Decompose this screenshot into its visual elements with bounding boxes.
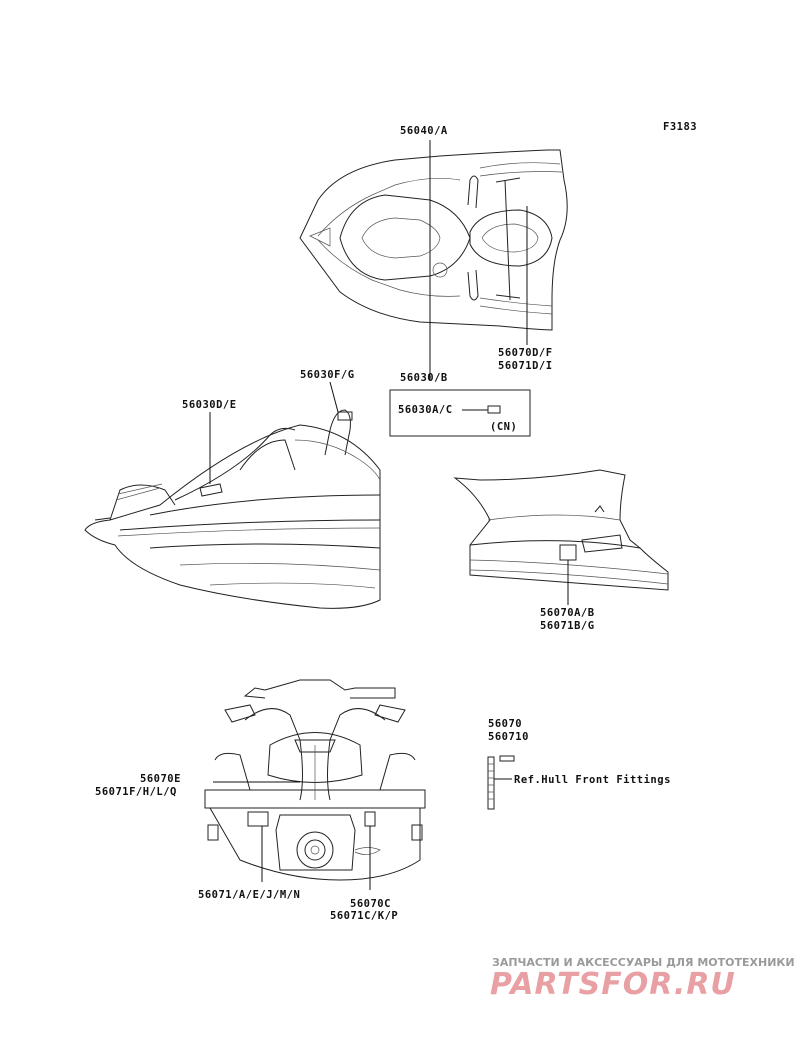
- side-view-rear-drawing: [453, 469, 669, 591]
- rear-decal-left: [247, 811, 269, 827]
- decal-icon: [487, 405, 501, 414]
- rear-decal-right: [364, 811, 376, 827]
- label-cn: (CN): [490, 421, 517, 433]
- label-560710: 560710: [488, 731, 529, 743]
- leader-56030fg: [329, 381, 339, 413]
- side-view-front-drawing: [84, 409, 381, 609]
- label-56030a-c: 56030A/C: [398, 404, 453, 416]
- top-view-drawing: [299, 149, 568, 331]
- ref-hull-front-fittings[interactable]: Ref.Hull Front Fittings: [514, 774, 671, 786]
- label-56070a-b: 56070A/B: [540, 607, 595, 619]
- label-56071b-g: 56071B/G: [540, 620, 595, 632]
- label-56070e: 56070E: [140, 773, 181, 785]
- label-56030f-g: 56030F/G: [300, 369, 355, 381]
- rear-view-drawing: [204, 679, 426, 881]
- hull-fitting-strip: [487, 755, 515, 810]
- label-56030-b: 56030/B: [400, 372, 448, 384]
- label-56040-a: 56040/A: [400, 125, 448, 137]
- label-56071c-k-p: 56071C/K/P: [330, 910, 398, 922]
- cn-variant-box: [389, 389, 531, 437]
- label-56071f-h-l-q: 56071F/H/L/Q: [95, 786, 177, 798]
- label-56071-a-e-j-m-n: 56071/A/E/J/M/N: [198, 889, 300, 901]
- label-56070: 56070: [488, 718, 522, 730]
- label-56030d-e: 56030D/E: [182, 399, 237, 411]
- watermark-tagline: ЗАПЧАСТИ И АКСЕССУАРЫ ДЛЯ МОТОТЕХНИКИ: [492, 956, 795, 969]
- figure-code: F3183: [663, 121, 697, 133]
- watermark-logo: PARTSFOR.RU: [490, 967, 736, 1002]
- label-56070d-f: 56070D/F: [498, 347, 553, 359]
- label-56070c: 56070C: [350, 898, 391, 910]
- label-56071d-i: 56071D/I: [498, 360, 553, 372]
- decal-small-icon: [499, 755, 515, 762]
